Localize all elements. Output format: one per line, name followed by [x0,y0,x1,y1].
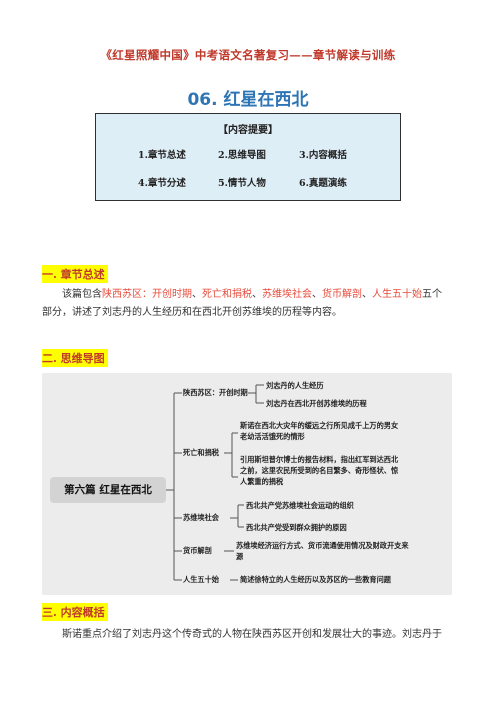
content-paragraph: 斯诺重点介绍了刘志丹这个传奇式的人物在陕西苏区开创和发展壮大的事迹。刘志丹于 [62,629,442,640]
mind-map-branch: 死亡和捐税 [183,448,219,457]
separator: 、 [312,289,322,300]
summary-item: 1.章节总述 [138,150,186,161]
highlight-part: 死亡和捐税 [202,289,252,300]
highlight-part: 货币解剖 [322,289,362,300]
mind-map-leaf: 引用斯坦普尔博士的报告材料，指出红军到达西北之前，这里农民所受到的名目繁多、奇形… [240,455,399,486]
summary-item: 2.思维导图 [218,150,266,161]
summary-item: 4.章节分述 [138,178,186,189]
mind-map-connectors [166,384,264,581]
mind-map-leaf: 苏维埃经济运行方式、货币流通使用情况及财政开支来源 [236,541,409,561]
separator: 、 [252,289,262,300]
content-summary-box: 【内容提要】 1.章节总述 2.思维导图 3.内容概括 4.章节分述 5.情节人… [95,113,401,201]
overview-paragraph-line2: 部分，讲述了刘志丹的人生经历和在西北开创苏维埃的历程等内容。 [42,307,342,318]
highlight-part: 陕西苏区：开创时期 [102,289,192,300]
overview-paragraph-line1: 该篇包含陕西苏区：开创时期、死亡和捐税、苏维埃社会、货币解剖、人生五十始五个 [62,286,457,303]
mind-map-branch: 陕西苏区：开创时期 [183,388,248,397]
mind-map-leaf: 西北共产党苏维埃社会运动的组织 [246,501,354,510]
section-heading-content: 三. 内容概括 [42,603,108,621]
para-prefix: 该篇包含 [62,289,102,300]
summary-box-heading: 【内容提要】 [218,125,278,136]
mind-map: 第六篇 红星在西北 陕西苏区：开创时期 刘志丹的人生经历 刘志丹在西北开创苏维埃… [42,373,452,595]
separator: 、 [362,289,372,300]
summary-item: 6.真题演练 [299,178,347,189]
separator: 、 [192,289,202,300]
mind-map-branch: 苏维埃社会 [183,513,219,522]
mind-map-branch: 货币解剖 [183,546,212,555]
chapter-title: 06. 红星在西北 [187,90,309,110]
summary-item: 3.内容概括 [299,150,347,161]
document-header: 《红星照耀中国》中考语文名著复习——章节解读与训练 [100,48,396,62]
mind-map-branch: 人生五十始 [183,575,219,584]
para-line1-end: 五个 [422,289,442,300]
mind-map-leaf: 简述徐特立的人生经历以及苏区的一些教育问题 [240,575,391,584]
mind-map-leaf: 西北共产党受到群众拥护的原因 [246,523,347,532]
highlight-part: 人生五十始 [372,289,422,300]
mind-map-leaf: 刘志丹的人生经历 [266,381,324,390]
highlight-part: 苏维埃社会 [262,289,312,300]
mind-map-leaf: 斯诺在西北大灾年的缓远之行所见成千上万的男女老幼活活饿死的情形 [240,421,399,441]
mind-map-root: 第六篇 红星在西北 [50,477,166,503]
mind-map-leaf: 刘志丹在西北开创苏维埃的历程 [266,399,367,408]
section-heading-mindmap: 二. 思维导图 [42,349,108,367]
section-heading-overview: 一. 章节总述 [42,265,108,283]
summary-item: 5.情节人物 [218,178,266,189]
